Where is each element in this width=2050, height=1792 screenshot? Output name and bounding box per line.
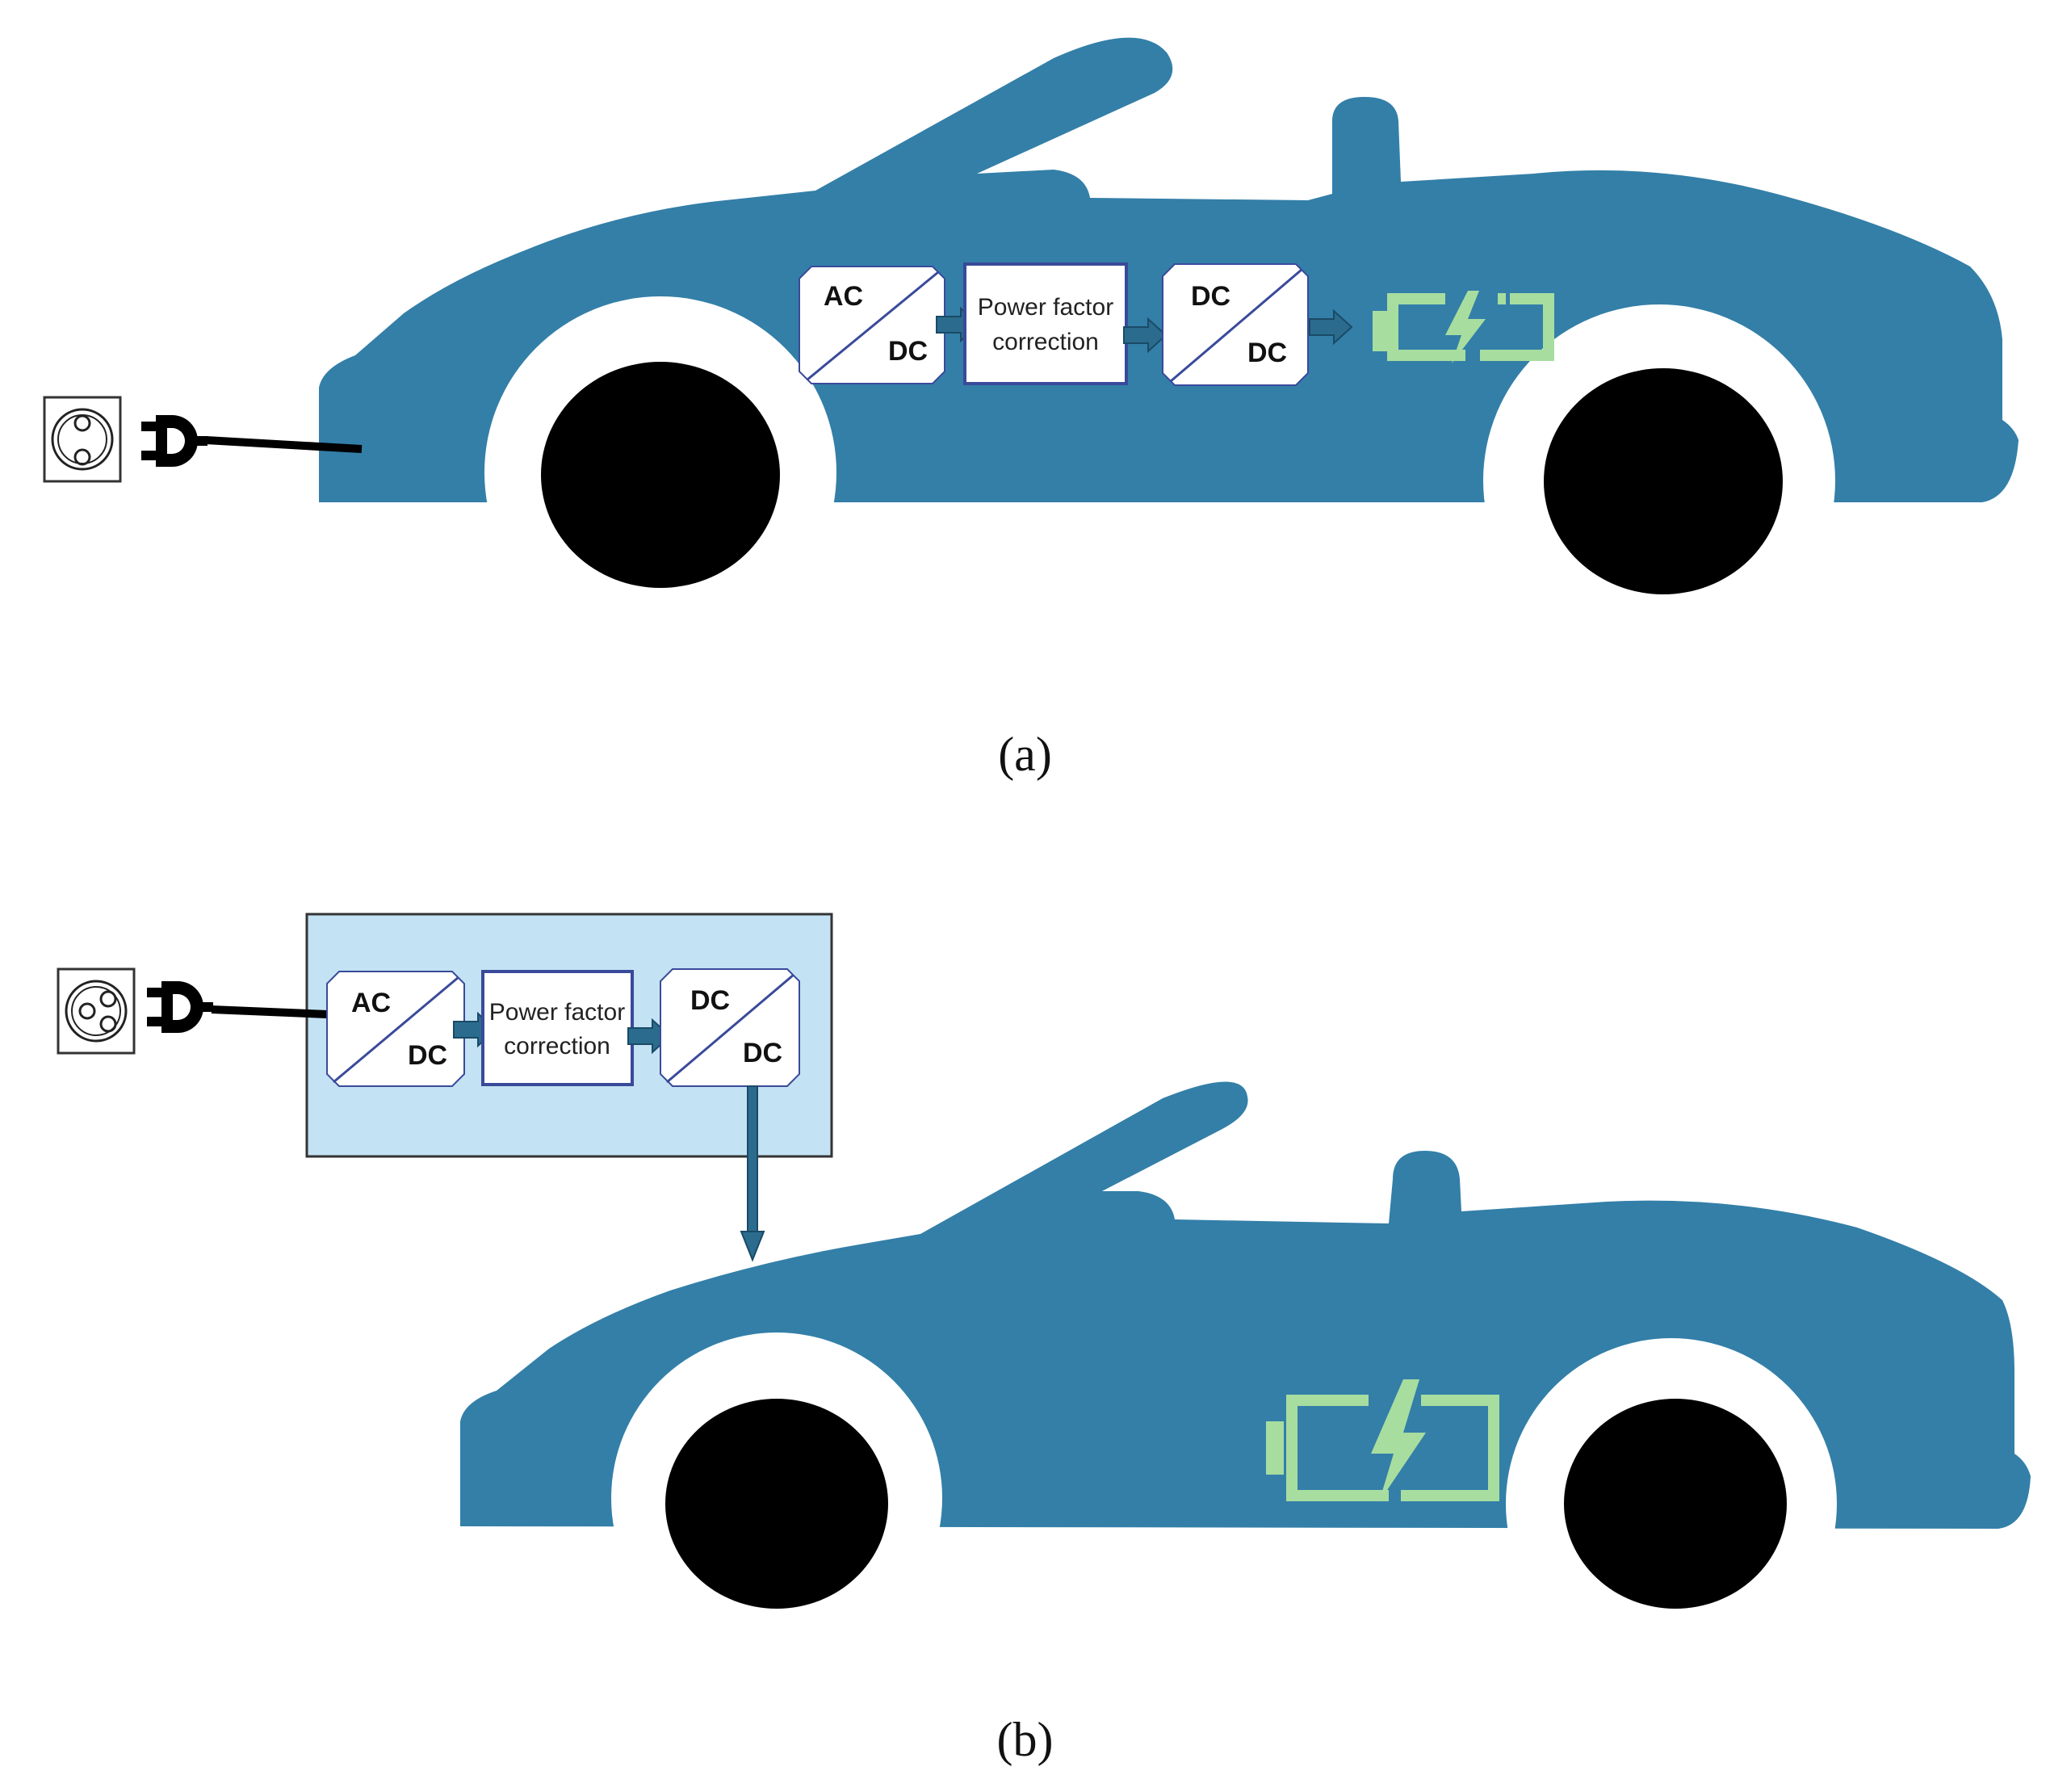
ac-dc-b-top: AC — [351, 988, 391, 1018]
wheel-rear-b — [1564, 1399, 1787, 1609]
flow-arrow-a2 — [1123, 317, 1168, 354]
plug-icon-b — [147, 981, 213, 1033]
charging-cable-b — [211, 1005, 328, 1018]
ac-dc-converter-a: AC DC — [799, 266, 945, 384]
wall-socket-icon-b — [57, 967, 136, 1055]
diagram-b: AC DC Power factor correction DC DC — [57, 913, 2035, 1669]
ac-dc-b-bottom: DC — [408, 1040, 447, 1071]
ac-dc-a-bottom: DC — [888, 336, 928, 367]
caption-a: (a) — [998, 728, 1052, 781]
wheel-front-a — [541, 362, 780, 588]
caption-b: (b) — [996, 1713, 1054, 1766]
wheel-rear-a — [1544, 368, 1783, 594]
charging-cable-a — [205, 436, 363, 453]
dc-dc-a-bottom: DC — [1247, 338, 1287, 368]
dc-dc-b-bottom: DC — [743, 1038, 782, 1068]
dc-dc-a-top: DC — [1191, 281, 1230, 312]
dc-dc-converter-a: DC DC — [1162, 263, 1309, 386]
pfc-a-line1: Power factor — [978, 294, 1113, 321]
wheel-front-b — [665, 1399, 888, 1609]
pfc-b-line1: Power factor — [489, 999, 625, 1026]
diagram-a: AC DC Power factor correction DC DC — [43, 37, 2023, 657]
pfc-a-line2: correction — [992, 329, 1099, 355]
battery-charging-icon-a — [1373, 291, 1554, 363]
dc-dc-converter-b: DC DC — [660, 968, 800, 1087]
flow-arrow-a3 — [1309, 308, 1353, 346]
dc-dc-b-top: DC — [690, 985, 730, 1016]
battery-charging-icon-b — [1266, 1379, 1499, 1502]
pfc-box-a: Power factor correction — [963, 262, 1128, 385]
pfc-box-b: Power factor correction — [481, 970, 634, 1086]
plug-icon-a — [141, 415, 208, 467]
ac-dc-a-top: AC — [824, 281, 863, 312]
wall-socket-icon-a — [43, 396, 122, 483]
dc-feed-arrow-b — [740, 1085, 765, 1262]
pfc-b-line2: correction — [504, 1033, 610, 1060]
ac-dc-converter-b: AC DC — [326, 971, 465, 1087]
